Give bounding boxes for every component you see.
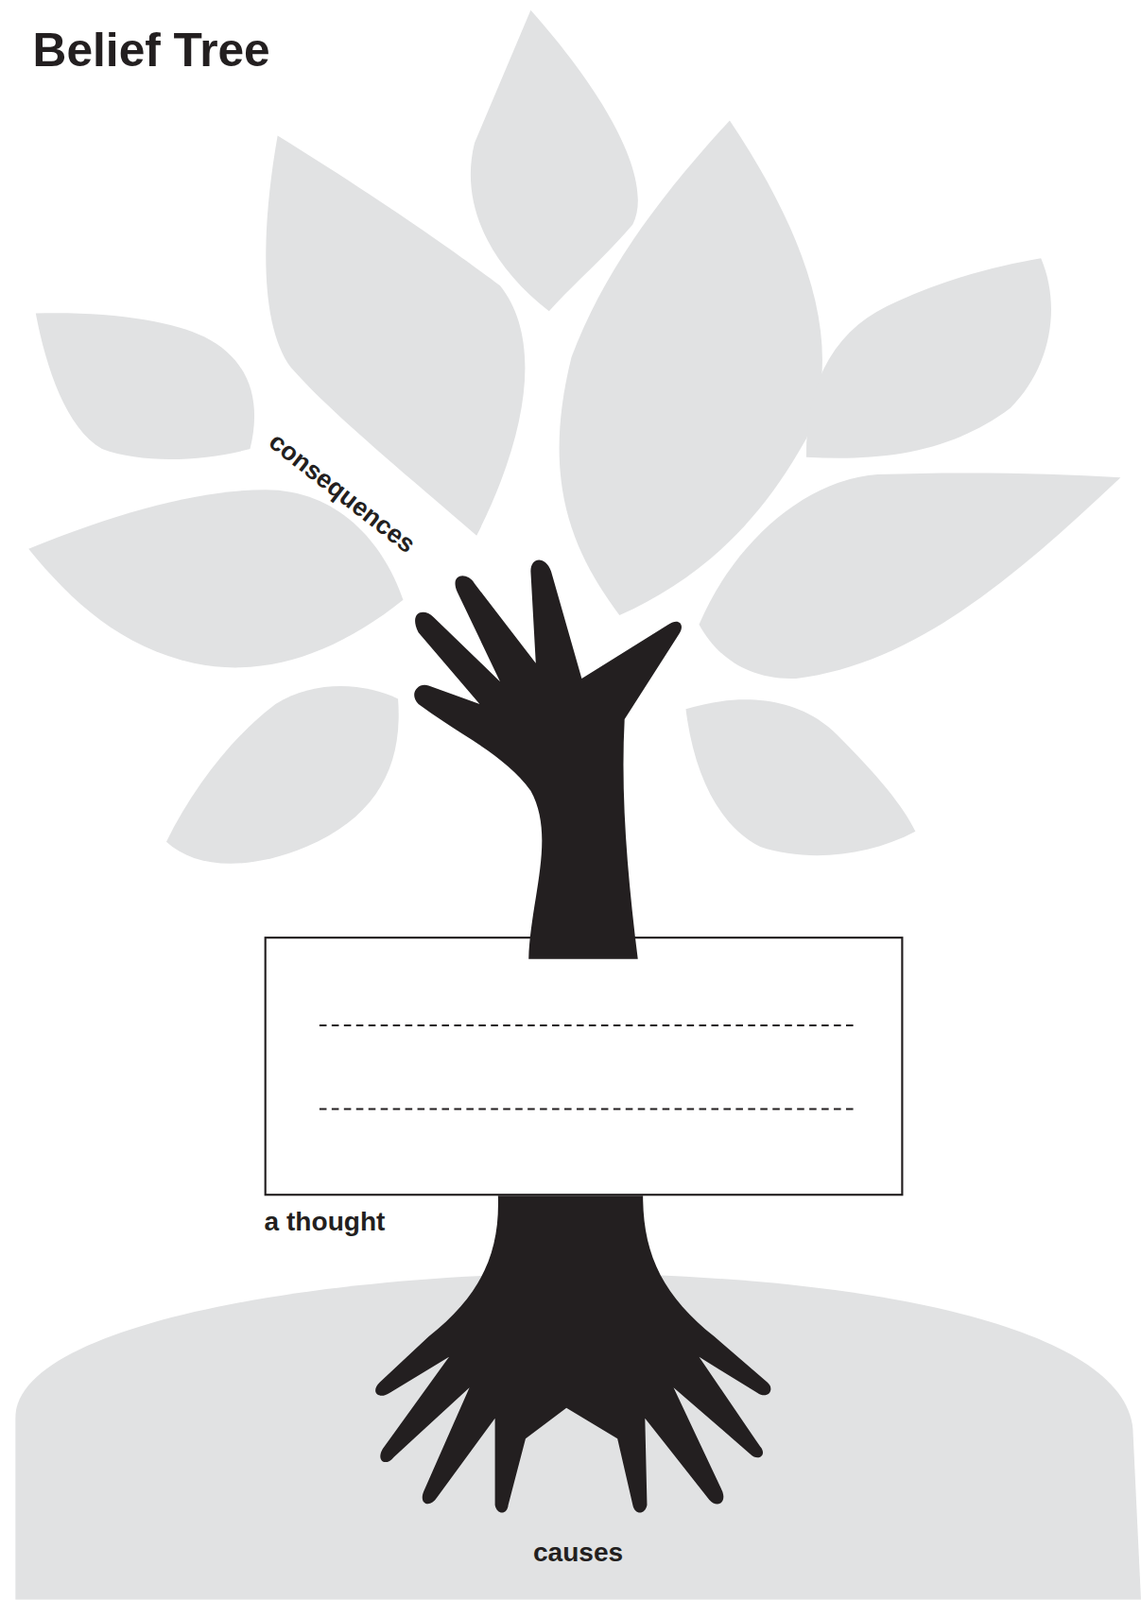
box-caption: a thought bbox=[264, 1206, 386, 1238]
leaf bbox=[685, 699, 916, 856]
leaf bbox=[35, 312, 255, 460]
hand-branches bbox=[414, 559, 682, 959]
leaf bbox=[166, 686, 399, 865]
writing-line bbox=[319, 1024, 858, 1027]
band-caption: causes bbox=[15, 1537, 1141, 1569]
crown-label: consequences bbox=[263, 426, 422, 559]
thought-box: a thought bbox=[264, 936, 904, 1196]
ground-fill bbox=[15, 1273, 1141, 1600]
diagram-title: Belief Tree bbox=[33, 22, 271, 78]
leaf bbox=[806, 258, 1052, 459]
leaf bbox=[699, 472, 1122, 679]
writing-line bbox=[319, 1107, 858, 1110]
leaves bbox=[28, 10, 1121, 865]
writing-lines bbox=[319, 1025, 858, 1110]
hand-roots bbox=[375, 1195, 771, 1513]
ground-band: causes bbox=[15, 1273, 1141, 1600]
leaf bbox=[28, 489, 403, 668]
leaf bbox=[470, 10, 639, 312]
